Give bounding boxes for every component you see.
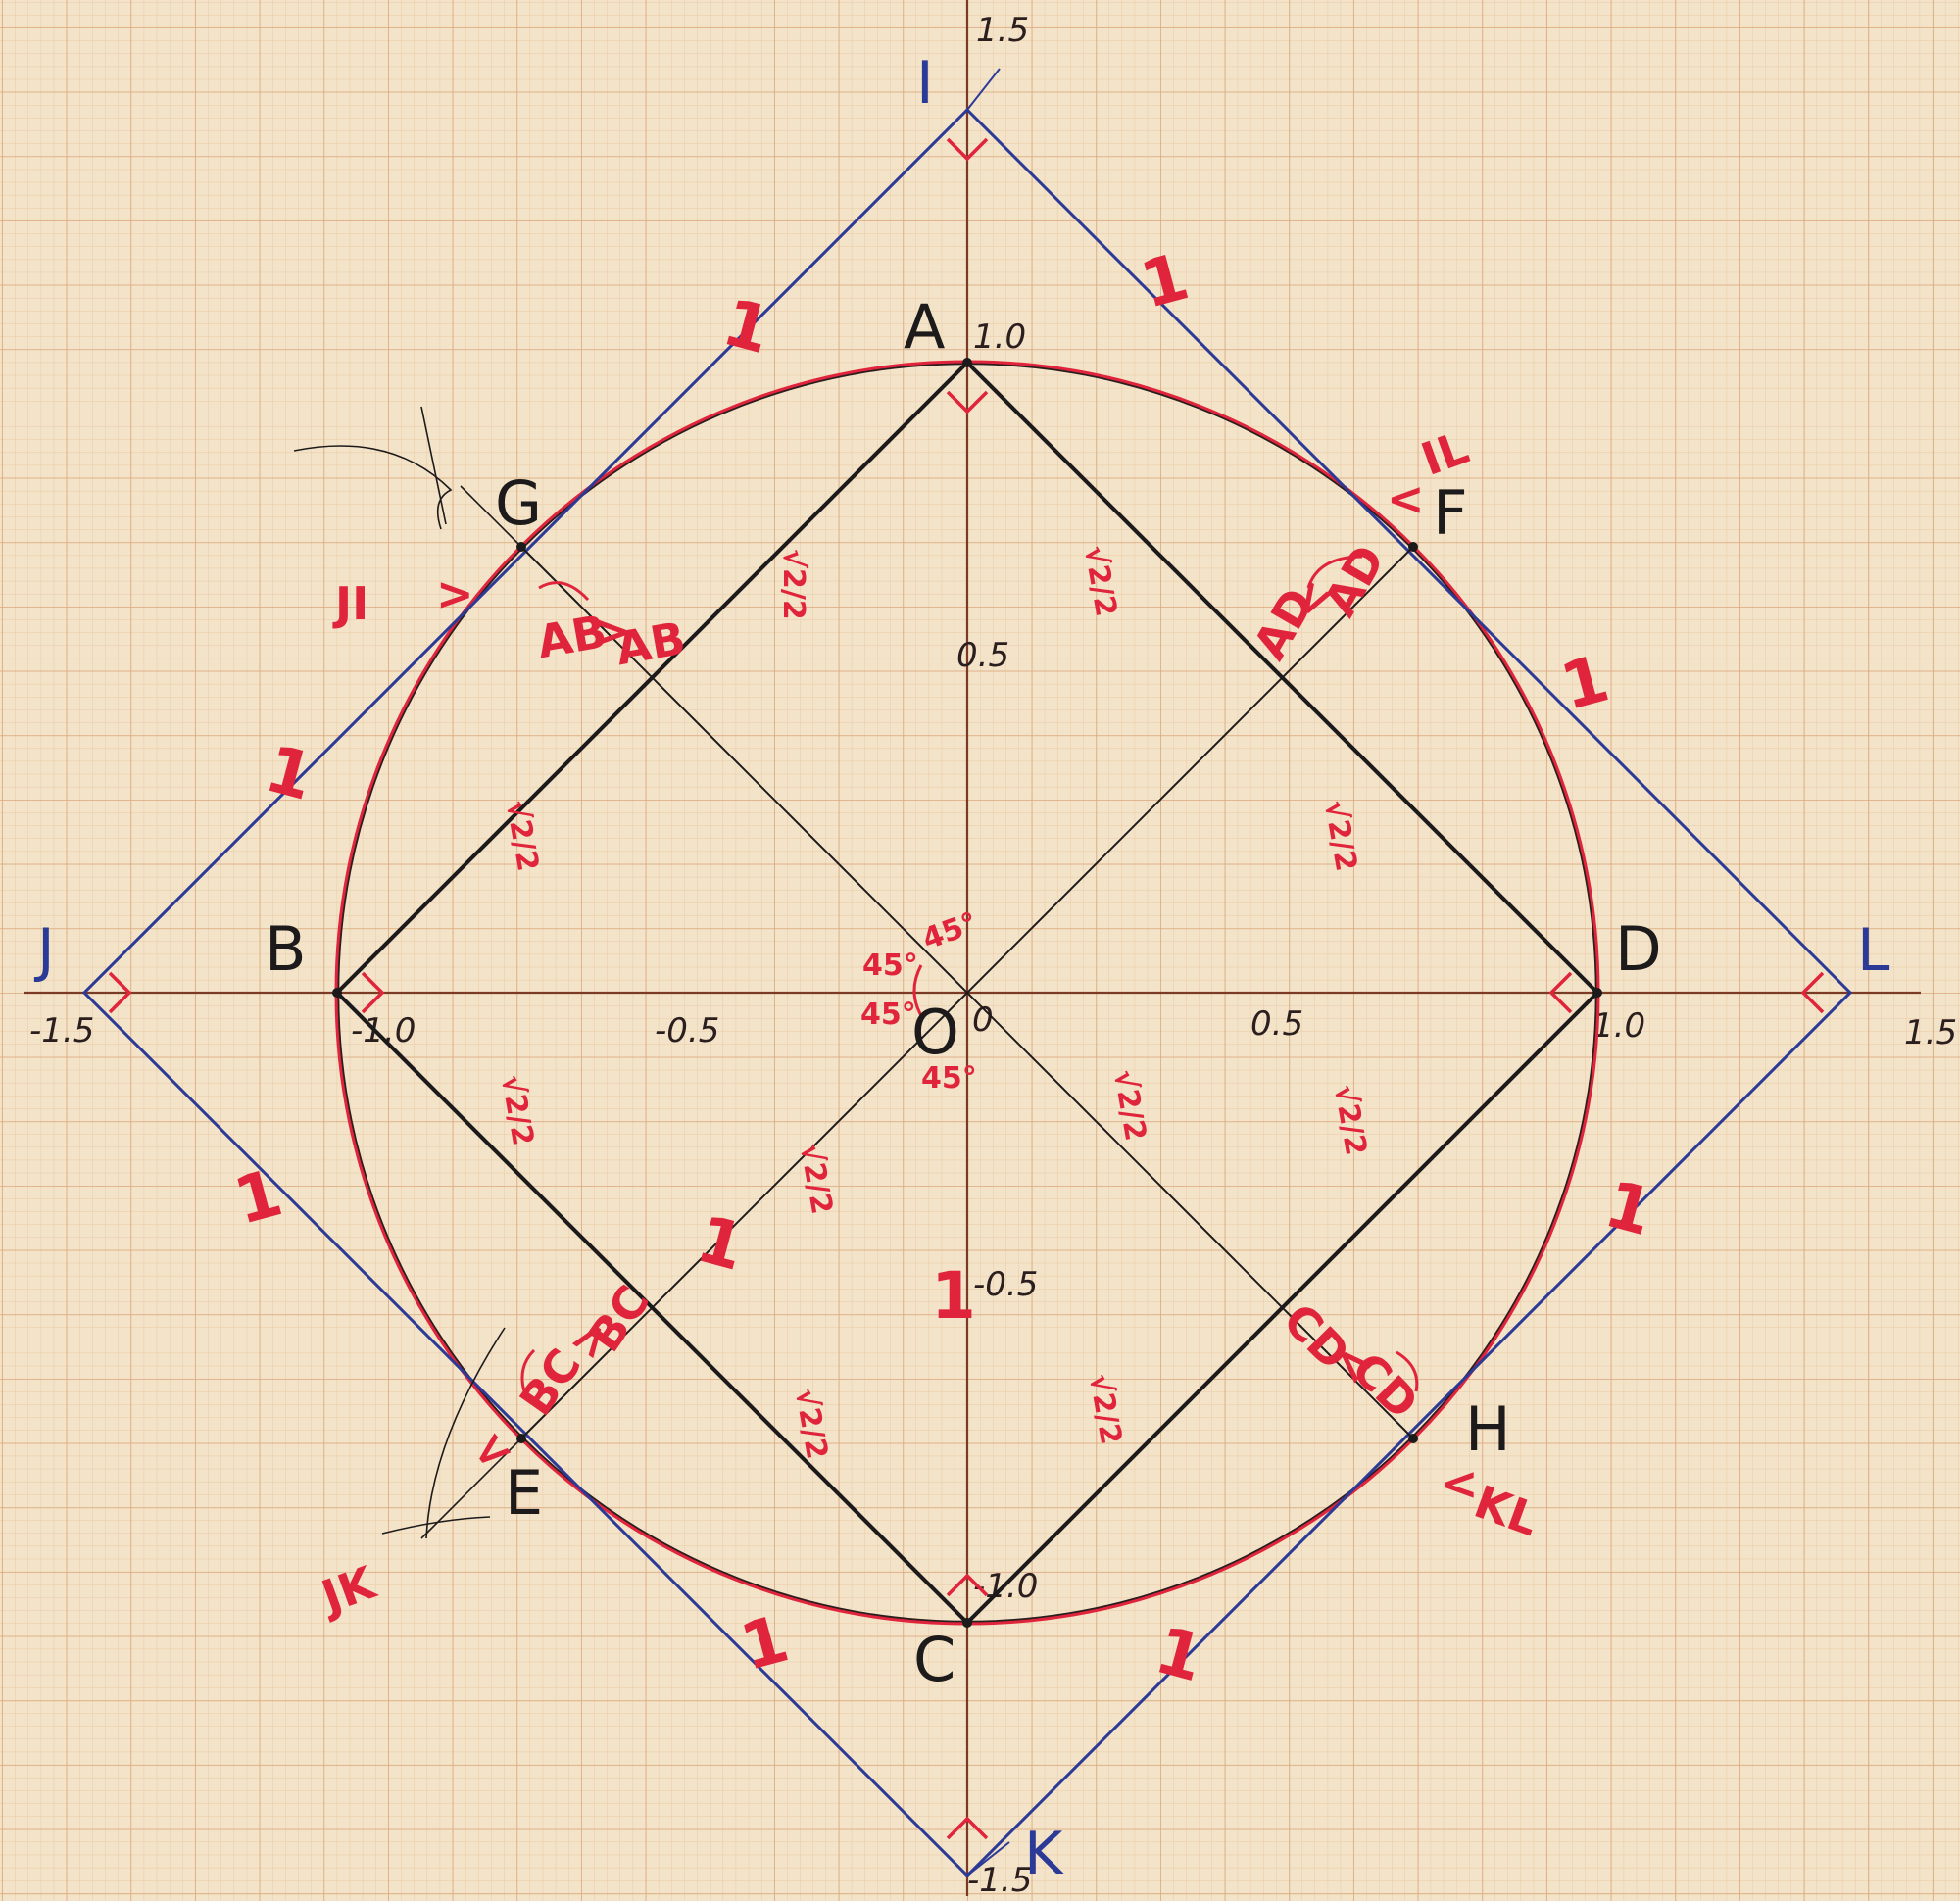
one-radius-oc: 1 [931, 1258, 976, 1334]
tick-x-1.0: 1.0 [1592, 1006, 1645, 1046]
vertex-dots [332, 358, 1602, 1628]
arc-mark-bc [520, 1348, 536, 1392]
right-angle-j [108, 971, 132, 1014]
label-arc-ab: AB [533, 605, 611, 668]
label-i: I [916, 49, 934, 118]
tangent-ji-gt: > [436, 567, 474, 620]
construction-arc-g [293, 445, 453, 530]
tick-y-1.5: 1.5 [976, 11, 1029, 50]
half-sqrt2-oa-left: √2/2 [776, 549, 810, 620]
label-j: J [33, 916, 55, 985]
tick-y-neg-0.5: -0.5 [973, 1265, 1038, 1304]
dot-g [516, 542, 526, 552]
label-l: L [1857, 916, 1890, 985]
tick-x-neg-0.5: -0.5 [655, 1011, 719, 1050]
right-angle-l [1800, 971, 1825, 1014]
construction-stroke-g [420, 406, 447, 525]
extension-k [966, 1841, 1010, 1877]
diagonal-e-f [520, 546, 1414, 1439]
label-c: C [913, 1624, 956, 1695]
right-angle-k [946, 1816, 989, 1840]
label-e: E [505, 1457, 543, 1529]
label-o: O [911, 997, 959, 1068]
dot-a [962, 358, 972, 367]
arc-mark-ab [538, 581, 590, 602]
right-angle-b [361, 971, 385, 1014]
label-h: H [1465, 1393, 1511, 1465]
construction-stroke-e [381, 1516, 491, 1535]
extension-i [966, 68, 1001, 111]
right-angle-d [1548, 971, 1573, 1014]
angle-45-left-upper: 45° [862, 949, 918, 983]
tick-y-0.5: 0.5 [956, 636, 1009, 675]
angle-45-left-lower: 45° [860, 998, 916, 1032]
tick-x-0.5: 0.5 [1250, 1004, 1303, 1044]
dot-c [962, 1618, 972, 1628]
arc-mark-ad [1306, 555, 1363, 589]
dot-h [1408, 1434, 1418, 1443]
label-b: B [265, 913, 307, 985]
label-k: K [1024, 1820, 1064, 1888]
arc-ab-gt: > [593, 605, 631, 658]
arc-marks [520, 555, 1419, 1392]
dot-b [332, 988, 342, 998]
dot-f [1408, 542, 1418, 552]
tangent-label-ji: JI [332, 577, 368, 630]
dot-e [516, 1434, 526, 1443]
label-a: A [904, 291, 945, 363]
angle-45-bottom: 45° [921, 1061, 977, 1096]
arc-mark-cd [1396, 1350, 1419, 1392]
tick-x-1.5: 1.5 [1904, 1013, 1957, 1052]
tangent-il-lt: < [1387, 472, 1425, 525]
label-chord-ab: AB [612, 611, 689, 675]
label-d: D [1615, 913, 1662, 985]
angle-arc-origin [912, 964, 925, 1020]
label-f: F [1433, 477, 1468, 549]
right-angle-c [946, 1573, 989, 1597]
dot-d [1592, 988, 1602, 998]
tick-x-neg-1.5: -1.5 [29, 1011, 94, 1050]
label-g: G [495, 467, 542, 539]
extension-g [460, 485, 522, 548]
tick-origin: 0 [972, 1000, 994, 1040]
right-angle-markers [108, 137, 1825, 1840]
right-angle-a [946, 390, 989, 414]
tangent-kl-lt: < [1441, 1457, 1479, 1510]
right-angle-i [946, 137, 989, 162]
tick-y-1.0: 1.0 [973, 317, 1026, 357]
construction-arc-e [425, 1327, 506, 1539]
